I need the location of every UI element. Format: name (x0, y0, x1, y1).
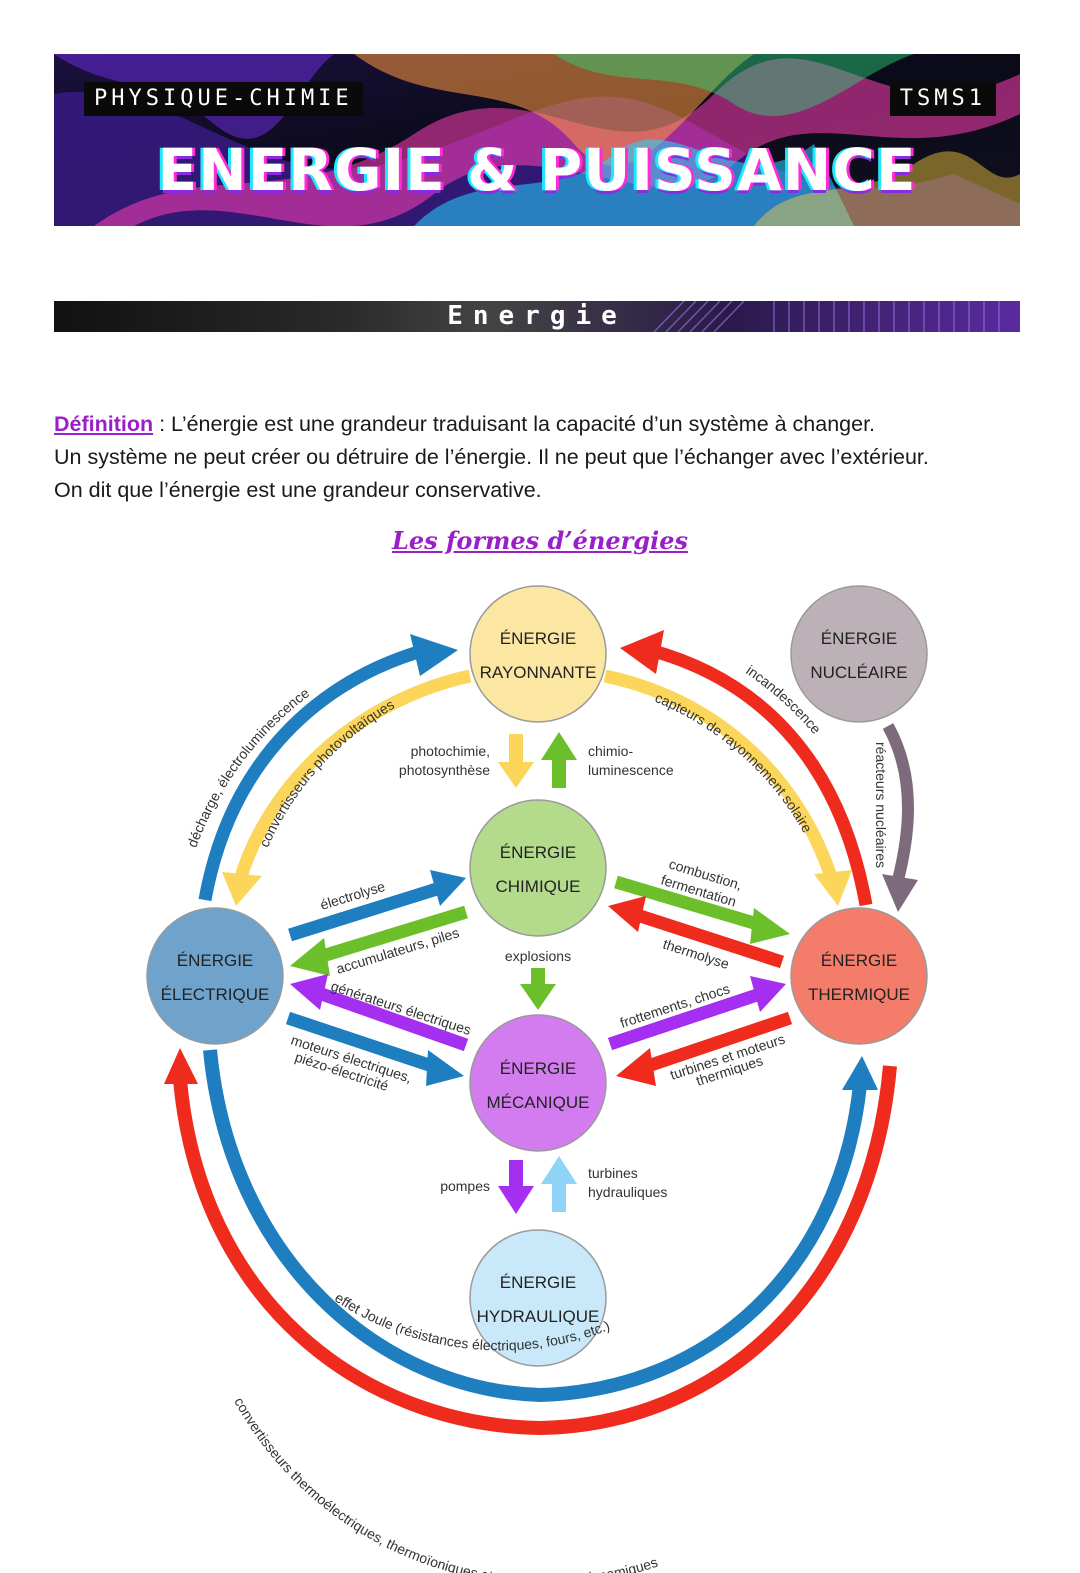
banner-artwork (54, 54, 1020, 226)
arc-rayonnante-to-thermique (603, 669, 839, 882)
label-decharge: décharge, électroluminescence (184, 684, 313, 849)
arc-rayonnante-to-electrique (233, 669, 472, 882)
arrow-moteurs (285, 1011, 464, 1086)
definition-line-2: Un système ne peut créer ou détruire de … (54, 445, 929, 469)
arrow-chimique-to-rayonnante (541, 732, 577, 788)
header-banner: PHYSIQUE-CHIMIE TSMS1 ENERGIE & PUISSANC… (54, 54, 1020, 226)
arrowhead-yellow-left (222, 872, 262, 906)
section-title: Energie (447, 301, 627, 331)
page-title: ENERGIE & PUISSANCE (157, 136, 917, 204)
subject-tag: PHYSIQUE-CHIMIE (84, 82, 363, 116)
arrowhead-blue-top (410, 634, 458, 676)
node-electrique: ÉNERGIE ÉLECTRIQUE (146, 907, 284, 1045)
node-rayonnante: ÉNERGIE RAYONNANTE (469, 585, 607, 723)
arrow-generateurs (290, 974, 469, 1052)
definition-label: Définition (54, 412, 154, 436)
label-reacteurs: réacteurs nucléaires (873, 742, 889, 868)
arrowhead-red-top (620, 630, 664, 674)
arc-electrique-to-rayonnante (198, 643, 427, 902)
label-pompes: pompes (440, 1178, 490, 1194)
node-mecanique-line2: MÉCANIQUE (487, 1093, 590, 1112)
diagram-title: Les formes d’énergies (392, 526, 688, 555)
node-mecanique: ÉNERGIE MÉCANIQUE (469, 1014, 607, 1152)
arrowhead-grey (882, 874, 918, 912)
node-chimique: ÉNERGIE CHIMIQUE (469, 799, 607, 937)
label-chimio-1: chimio- (588, 743, 633, 759)
node-rayonnante-line2: RAYONNANTE (480, 663, 597, 682)
arc-nucleaire-to-thermique (882, 723, 914, 882)
arrow-accumulateurs (290, 905, 468, 976)
arrow-frottements (607, 976, 786, 1051)
label-turbines-1: turbines (588, 1165, 638, 1181)
arc-thermique-to-electrique (173, 1065, 897, 1436)
arrow-rayonnante-to-chimique (498, 734, 534, 788)
node-hydraulique-line2: HYDRAULIQUE (477, 1307, 600, 1326)
node-rayonnante-line1: ÉNERGIE (500, 629, 577, 648)
label-photochimie-2: photosynthèse (399, 762, 490, 778)
node-thermique-line2: THERMIQUE (808, 985, 910, 1004)
node-mecanique-line1: ÉNERGIE (500, 1059, 577, 1078)
node-electrique-line1: ÉNERGIE (177, 951, 254, 970)
node-thermique: ÉNERGIE THERMIQUE (790, 907, 928, 1045)
node-chimique-line1: ÉNERGIE (500, 843, 577, 862)
node-electrique-line2: ÉLECTRIQUE (161, 985, 270, 1004)
arrowhead-blue-right (842, 1056, 878, 1090)
arrow-turbines-moteurs (616, 1011, 793, 1086)
section-bar-pattern (653, 301, 1000, 332)
arrow-mecanique-to-hydraulique (498, 1160, 534, 1214)
section-header: Energie (54, 301, 1020, 332)
node-chimique-line2: CHIMIQUE (496, 877, 581, 896)
node-nucleaire-line1: ÉNERGIE (821, 629, 898, 648)
arrow-chimique-to-mecanique (520, 968, 556, 1010)
definition-paragraph: Définition : L’énergie est une grandeur … (54, 408, 1034, 507)
node-nucleaire-line2: NUCLÉAIRE (810, 663, 907, 682)
arrow-electrolyse (288, 870, 466, 942)
label-chimio-2: luminescence (588, 762, 674, 778)
definition-text-1: : L’énergie est une grandeur traduisant … (153, 412, 876, 436)
label-explosions: explosions (505, 948, 571, 964)
arrow-thermolyse (608, 896, 785, 969)
arrowhead-red-left (164, 1048, 198, 1084)
node-hydraulique-line1: ÉNERGIE (500, 1273, 577, 1292)
arc-thermique-to-rayonnante (648, 643, 873, 907)
arrow-hydraulique-to-mecanique (541, 1156, 577, 1212)
definition-line-1: Définition : L’énergie est une grandeur … (54, 408, 1034, 441)
arrow-combustion (614, 875, 790, 944)
label-turbines-2: hydrauliques (588, 1184, 667, 1200)
label-photochimie-1: photochimie, (411, 743, 490, 759)
node-thermique-line1: ÉNERGIE (821, 951, 898, 970)
definition-line-3: On dit que l’énergie est une grandeur co… (54, 478, 542, 502)
node-hydraulique: ÉNERGIE HYDRAULIQUE (469, 1229, 607, 1367)
node-nucleaire: ÉNERGIE NUCLÉAIRE (790, 585, 928, 723)
arc-electrique-to-thermique (203, 1049, 867, 1403)
arrowhead-yellow-right (814, 870, 852, 906)
class-tag: TSMS1 (889, 82, 996, 116)
